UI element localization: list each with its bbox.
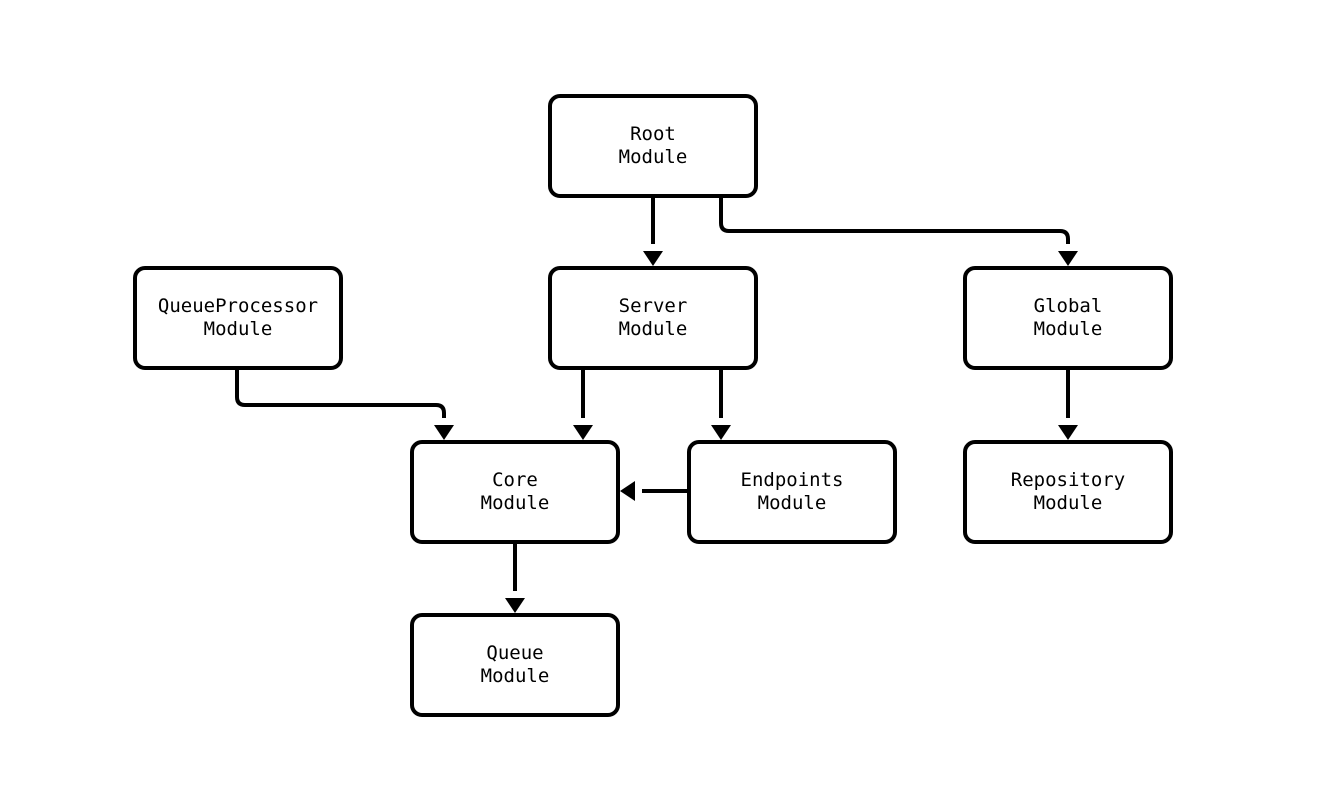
node-label-primary: Global xyxy=(1033,295,1103,317)
node-label-primary: Repository xyxy=(1010,469,1126,491)
edge-server-to-endpoints xyxy=(711,370,731,440)
node-label-primary: Root xyxy=(630,123,676,145)
edge-root-to-global xyxy=(719,198,1078,266)
node-label-secondary: Module xyxy=(480,665,550,687)
node-label-secondary: Module xyxy=(203,318,273,340)
node-label-secondary: Module xyxy=(1033,492,1103,514)
node-label-secondary: Module xyxy=(757,492,827,514)
edge-server-to-core xyxy=(573,370,593,440)
edge-paths xyxy=(235,198,1078,613)
node-label-primary: QueueProcessor xyxy=(157,295,319,317)
node-label-secondary: Module xyxy=(618,146,688,168)
edge-root-to-server xyxy=(643,198,663,266)
edge-global-to-repository xyxy=(1058,370,1078,440)
edge-core-to-queue xyxy=(505,544,525,613)
node-label-secondary: Module xyxy=(618,318,688,340)
edge-queueprocessor-to-core xyxy=(235,370,454,440)
edge-endpoints-to-core xyxy=(620,481,687,501)
node-label-primary: Core xyxy=(492,469,538,491)
node-label-primary: Server xyxy=(618,295,688,317)
node-label-primary: Endpoints xyxy=(740,469,844,491)
node-label-secondary: Module xyxy=(1033,318,1103,340)
node-label-primary: Queue xyxy=(486,642,544,664)
node-label-secondary: Module xyxy=(480,492,550,514)
